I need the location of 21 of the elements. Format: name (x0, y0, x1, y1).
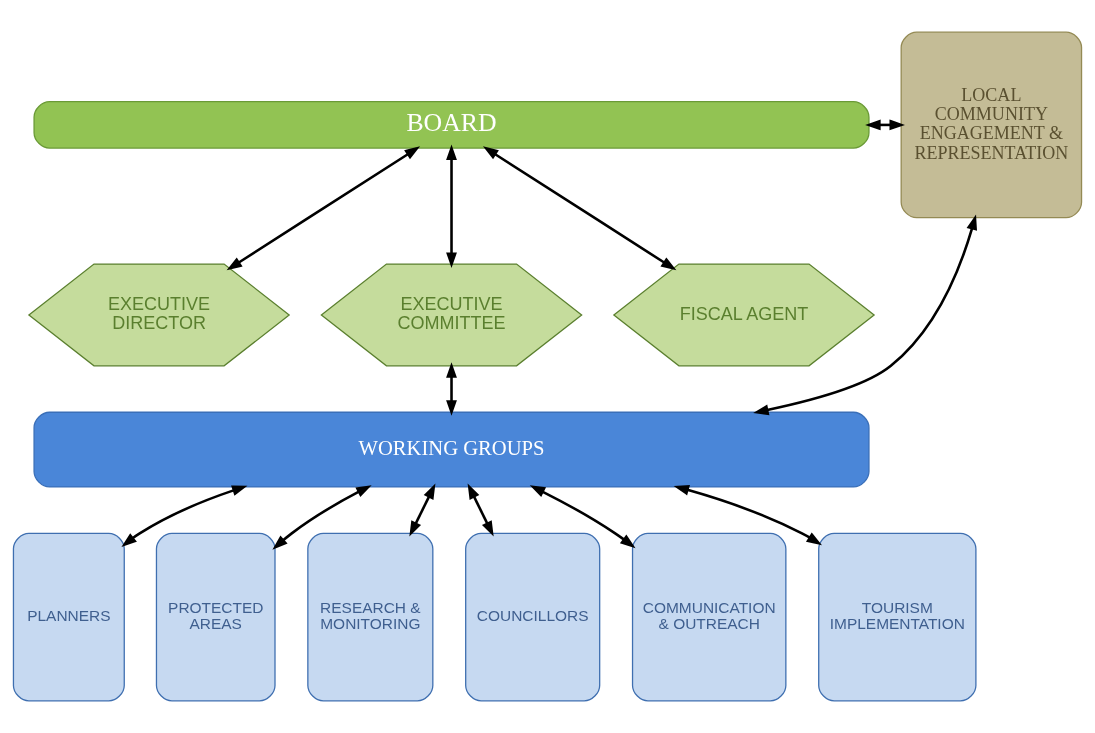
arrow (529, 485, 636, 549)
arrow (272, 485, 372, 550)
node-box: TOURISM IMPLEMENTATION (818, 532, 977, 702)
arrow (482, 146, 677, 271)
arrow (226, 146, 421, 271)
node-box: COUNCILLORS (465, 532, 601, 702)
node-box: LOCAL COMMUNITY ENGAGEMENT & REPRESENTATION (900, 31, 1083, 219)
arrow (446, 144, 457, 268)
node-box: PLANNERS (12, 532, 125, 702)
node-box: RESEARCH & MONITORING (307, 532, 434, 702)
node-box: BOARD (33, 101, 870, 149)
arrow (409, 483, 436, 537)
node-box: WORKING GROUPS (33, 411, 870, 488)
node-box: PROTECTED AREAS (155, 532, 276, 702)
arrow (865, 119, 905, 131)
arrow (753, 214, 977, 416)
arrow (673, 484, 822, 546)
node-box: COMMUNICATION & OUTREACH (631, 532, 787, 702)
arrow (467, 483, 494, 537)
arrow (446, 362, 457, 416)
arrow (121, 485, 248, 548)
